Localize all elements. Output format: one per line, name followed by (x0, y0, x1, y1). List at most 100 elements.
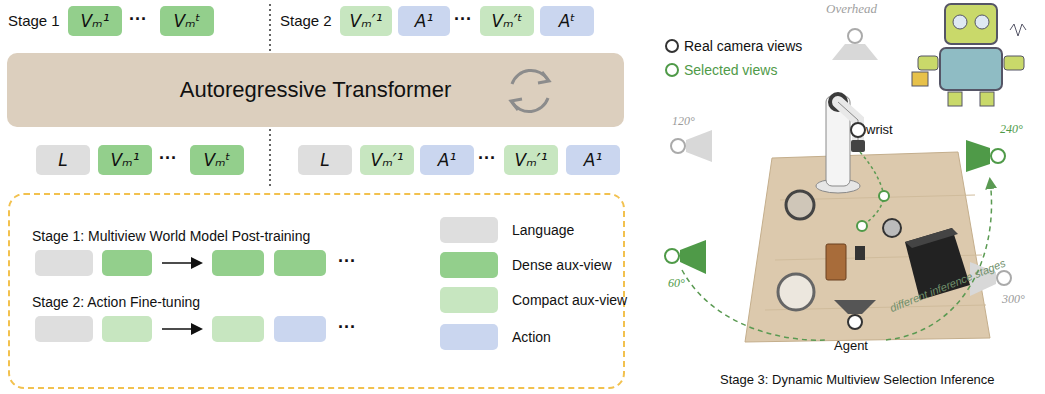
stage-label: Stage 2 (280, 12, 332, 29)
row-arrow (162, 328, 200, 330)
dense-aux-token: Vₘ¹ (98, 145, 152, 175)
legend-text: Language (512, 222, 574, 238)
legend-swatch (440, 287, 498, 313)
dense-aux-token: Vₘ¹ (68, 6, 122, 36)
camera-selected (857, 221, 867, 231)
legend-swatch (440, 324, 498, 350)
camera-icons (665, 29, 1011, 329)
legend-text: Compact aux-view (512, 292, 627, 308)
angle-label: 300° (1002, 292, 1025, 307)
node-text: Vₘ¹ (80, 11, 109, 31)
compact-token (212, 316, 264, 342)
stage-arc (886, 180, 992, 340)
node-text: Vₘ′¹ (350, 11, 383, 31)
language-token (35, 250, 93, 276)
stage-label: Stage 1 (8, 12, 60, 29)
table-top (745, 152, 990, 342)
language-token (35, 316, 93, 342)
node-text: Vₘᵗ (203, 150, 230, 170)
camera-wrist (851, 123, 865, 137)
dense-aux-token: Vₘᵗ (190, 145, 244, 175)
cartoon-robot (912, 4, 1026, 106)
camera-agent (848, 315, 862, 329)
cycle-icon (511, 70, 549, 111)
camera-real (848, 29, 862, 43)
legend-text: Dense aux-view (512, 257, 612, 273)
cycle-arc (512, 70, 548, 84)
compact-token (102, 316, 152, 342)
wood-block (826, 244, 846, 280)
bowl (786, 191, 814, 219)
robot-eye (953, 15, 967, 29)
node-text: A¹ (584, 150, 602, 170)
node-text: Vₘ¹ (110, 150, 139, 170)
language-token: L (298, 145, 352, 175)
action-token (274, 316, 326, 342)
compact-aux-token: Vₘ′ᵗ (480, 6, 534, 36)
view-label: Agent (834, 338, 868, 353)
cone-60 (680, 240, 706, 274)
robot-leg (948, 92, 962, 106)
overhead-cone (832, 44, 878, 60)
angle-label: 240° (1000, 122, 1023, 137)
small-item (855, 246, 865, 260)
node-text: Vₘ′¹ (515, 150, 548, 170)
cycle-head (511, 99, 522, 110)
legend-camera-selected (666, 64, 678, 76)
robot-leg (980, 92, 994, 106)
legend-camera-real (666, 40, 678, 52)
angle-label: 60° (668, 276, 685, 291)
ellipsis: ··· (338, 317, 356, 338)
cycle-head (538, 72, 549, 83)
node-text: A¹ (415, 11, 433, 31)
view-label: wrist (866, 122, 893, 137)
robot-body (940, 48, 1002, 90)
plate (778, 274, 814, 310)
cone-120 (686, 130, 712, 162)
gripper (851, 140, 865, 152)
dense-token (212, 250, 264, 276)
node-text: Vₘᵗ (173, 11, 200, 31)
camera-real (997, 271, 1011, 285)
caption-label: Stage 3: Dynamic Multiview Selection Inf… (720, 372, 995, 387)
stage1-row (35, 250, 326, 276)
node-text: Vₘ′ᵗ (491, 11, 522, 31)
cycle-arc (512, 98, 548, 112)
arc-label: different inference stages (888, 257, 1007, 314)
compact-aux-token: Vₘ′¹ (360, 145, 414, 175)
camera-selected (665, 249, 679, 263)
box-top (905, 228, 958, 248)
agent-cone (834, 300, 876, 314)
camera-legend-label: Real camera views (684, 38, 802, 54)
robot-signal (1010, 24, 1026, 36)
language-token: L (36, 145, 90, 175)
row-arrow (162, 262, 200, 264)
ellipsis: ··· (478, 148, 496, 169)
ellipsis: ··· (159, 148, 177, 169)
small-bowl (883, 219, 901, 237)
ellipsis: ··· (454, 9, 472, 30)
camera-real (671, 139, 685, 153)
compact-aux-token: Vₘ′¹ (504, 145, 558, 175)
legend-swatch (440, 252, 498, 278)
robot-arm (918, 56, 938, 70)
ellipsis: ··· (129, 9, 147, 30)
dense-token (274, 250, 326, 276)
node-text: Aᵗ (559, 11, 576, 31)
stage2-row (35, 316, 326, 342)
node-text: Autoregressive Transformer (180, 77, 451, 103)
camera-legend-label: Selected views (684, 62, 777, 78)
robot-cube (912, 72, 928, 86)
panel-heading: Stage 2: Action Fine-tuning (32, 294, 200, 310)
view-label: Overhead (826, 1, 877, 17)
robot-head (945, 4, 997, 44)
stage-arc (682, 270, 826, 340)
legend-text: Action (512, 329, 551, 345)
dense-aux-token: Vₘᵗ (160, 6, 214, 36)
action-token: A¹ (420, 145, 474, 175)
robot-arm (1004, 56, 1024, 70)
cone-240 (966, 140, 990, 172)
action-token: Aᵗ (540, 6, 594, 36)
camera-selected (879, 191, 889, 201)
